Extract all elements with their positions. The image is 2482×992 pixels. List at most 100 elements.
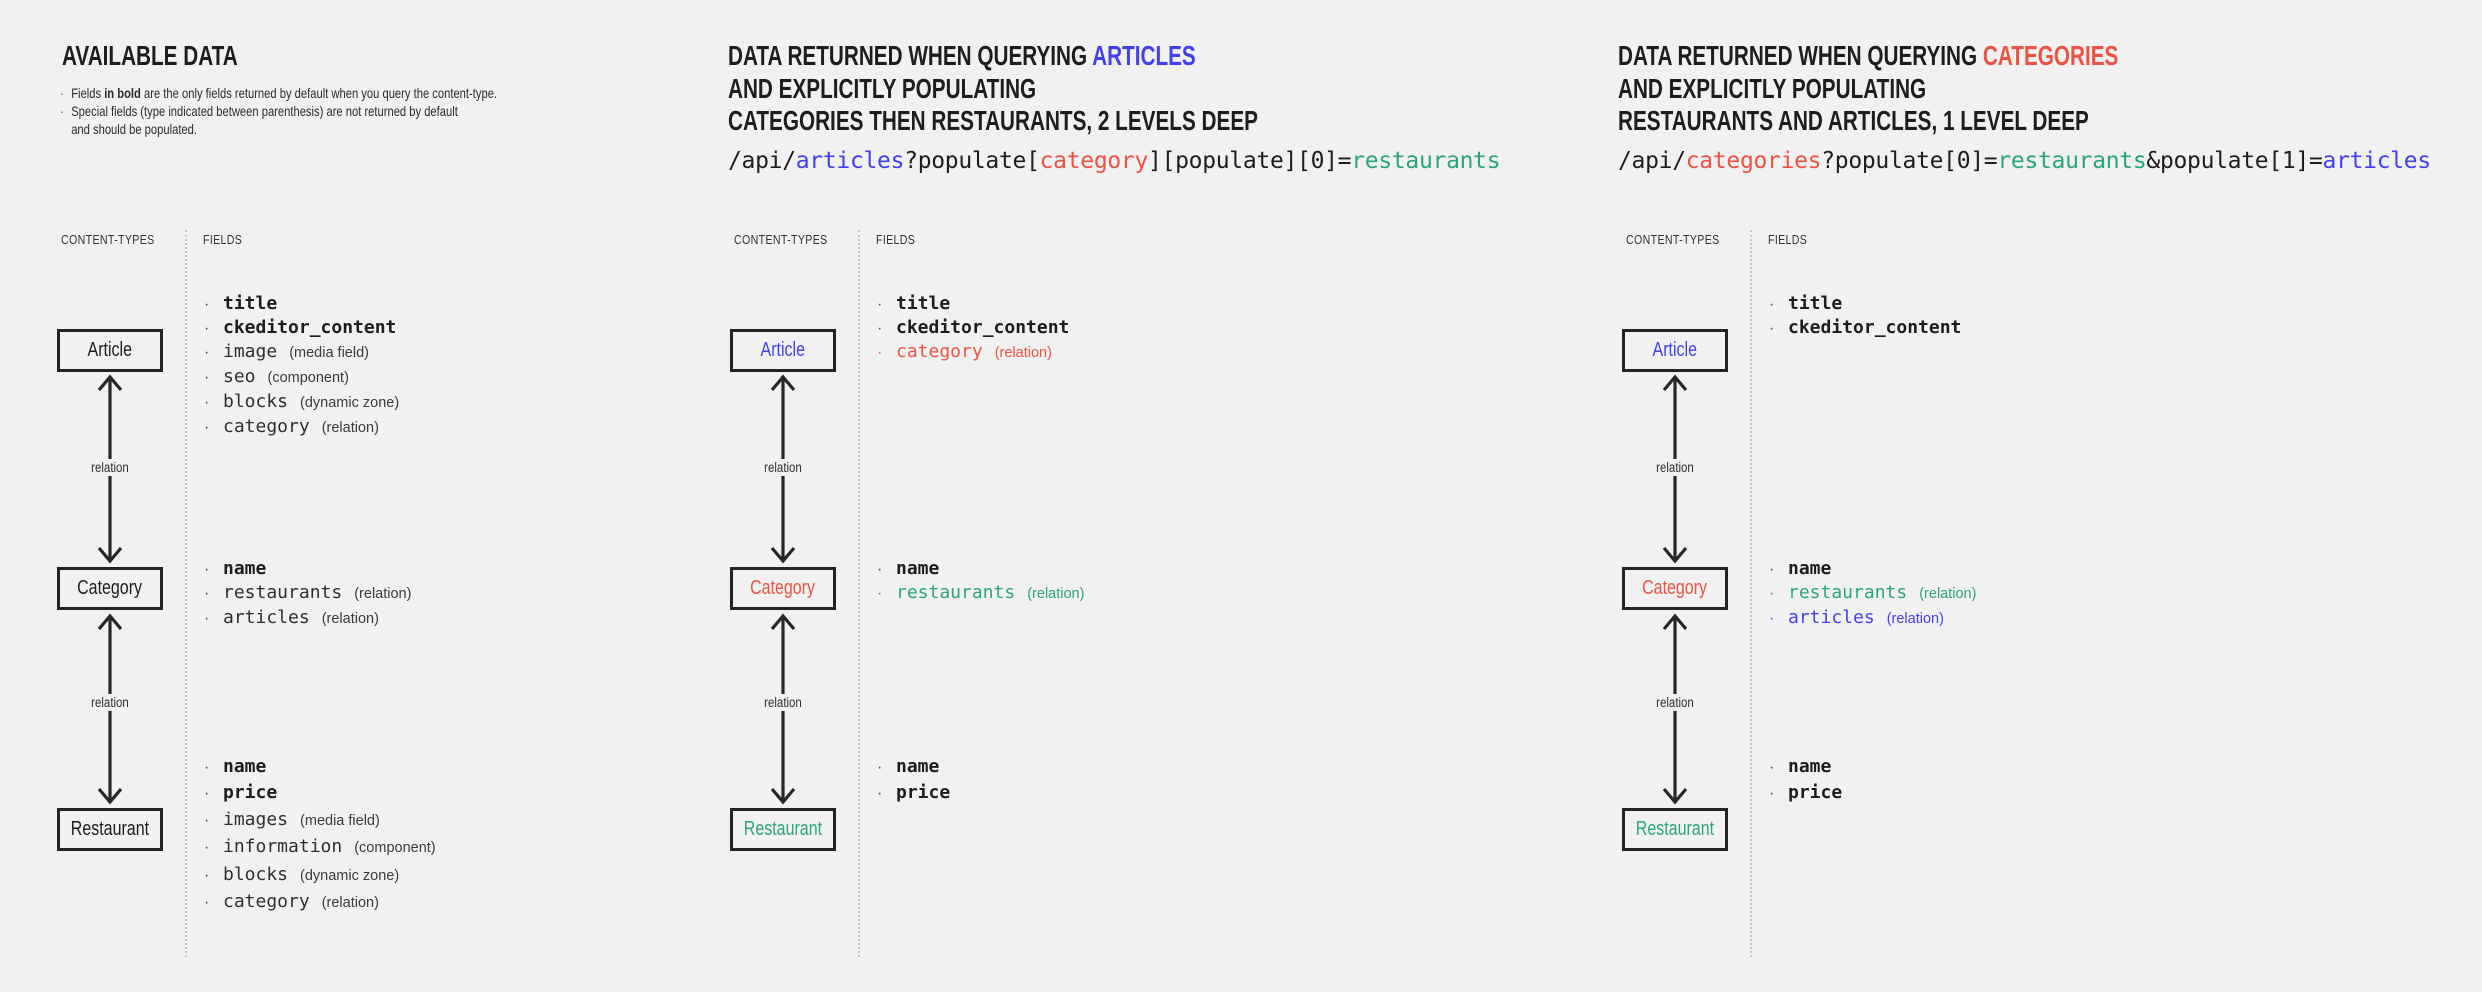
note-post: are the only fields returned by default … xyxy=(140,85,498,101)
field-bullet: · xyxy=(877,785,883,803)
field-name: title xyxy=(896,293,951,314)
field-item: ·name xyxy=(204,557,411,581)
relation-label: relation xyxy=(759,459,807,476)
query-title-line: AND EXPLICITLY POPULATING xyxy=(1618,72,1927,104)
field-item: ·category(relation) xyxy=(204,415,399,440)
content-type-box-category: Category xyxy=(57,567,163,610)
field-item: ·restaurants(relation) xyxy=(1769,581,1976,606)
field-annotation: (relation) xyxy=(994,345,1052,361)
field-item: · ckeditor_content xyxy=(877,316,1069,340)
content-type-box-restaurant: Restaurant xyxy=(57,808,163,851)
relation-label: relation xyxy=(759,694,807,711)
field-name: name xyxy=(1788,756,1832,777)
content-type-box-article: Article xyxy=(1622,329,1728,372)
field-name: images xyxy=(223,808,289,830)
content-type-box-article: Article xyxy=(57,329,163,372)
content-type-box-label: Restaurant xyxy=(743,818,823,840)
field-name: name xyxy=(1788,558,1832,579)
field-annotation: (relation) xyxy=(1027,586,1085,602)
note-item: · Fields in bold are the only fields ret… xyxy=(60,84,497,102)
field-item: ·price xyxy=(1769,780,1842,806)
field-annotation: (media field) xyxy=(289,345,369,361)
field-name: image xyxy=(223,341,278,362)
field-list: · title· ckeditor_content·category(relatio… xyxy=(877,292,1069,365)
field-name: blocks xyxy=(223,391,289,412)
field-bullet: · xyxy=(1769,561,1775,578)
relation-label: relation xyxy=(1651,459,1699,476)
field-annotation: (component) xyxy=(267,370,349,386)
field-item: · ckeditor_content xyxy=(204,316,399,340)
code-segment: restaurants xyxy=(1351,148,1501,174)
fields-label: FIELDS xyxy=(1768,233,1808,247)
field-item: ·restaurants(relation) xyxy=(877,581,1084,606)
field-name: seo xyxy=(223,366,256,387)
field-bullet: · xyxy=(204,785,210,803)
field-name: title xyxy=(1788,293,1843,314)
code-segment: ?populate[ xyxy=(904,148,1040,174)
field-bullet: · xyxy=(877,320,883,337)
code-segment: ][populate][0]= xyxy=(1148,148,1352,174)
field-name: name xyxy=(896,558,940,579)
query-title-line: CATEGORIES THEN RESTAURANTS, 2 LEVELS DE… xyxy=(728,105,1258,136)
field-item: · name xyxy=(877,557,1084,581)
relation-arrow xyxy=(93,612,127,811)
query-code: /api/articles?populate[category][populat… xyxy=(728,148,1501,174)
content-type-box-label: Article xyxy=(87,339,133,361)
field-name: price xyxy=(223,782,278,804)
field-item: ·title xyxy=(1769,292,1961,316)
content-types-label: CONTENT-TYPES xyxy=(734,233,828,247)
relation-label: relation xyxy=(86,459,134,476)
field-item: ·ckeditor_content xyxy=(1769,316,1961,340)
relation-label: relation xyxy=(1651,694,1699,711)
field-list: ·name·price xyxy=(877,754,950,807)
field-item: ·category(relation) xyxy=(877,340,1069,365)
note-pre: Fields xyxy=(71,85,105,101)
query-title: DATA RETURNED WHEN QUERYING ARTICLES AND… xyxy=(728,40,1258,138)
field-list: ·name·price·images(media field)·informat… xyxy=(204,754,436,916)
bullet-dot: · xyxy=(60,103,64,119)
field-bullet: · xyxy=(877,585,883,602)
field-name: price xyxy=(1788,782,1843,804)
field-annotation: (relation) xyxy=(1886,611,1944,627)
field-annotation: (component) xyxy=(354,840,436,857)
field-list: ·title·ckeditor_content xyxy=(1769,292,1961,340)
field-item: · name xyxy=(877,754,950,780)
field-name: restaurants xyxy=(1788,582,1908,603)
field-item: ·image(media field) xyxy=(204,340,399,365)
field-bullet: · xyxy=(877,759,883,776)
field-name: ckeditor_content xyxy=(223,317,397,338)
field-bullet: · xyxy=(204,839,210,857)
content-type-box-label: Category xyxy=(77,577,143,599)
field-list: ·title·ckeditor_content·image(media fiel… xyxy=(204,292,399,440)
field-item: ·name xyxy=(204,754,436,780)
field-bullet: · xyxy=(204,610,210,627)
field-annotation: (relation) xyxy=(354,586,412,602)
relation-label: relation xyxy=(86,694,134,711)
field-annotation: (relation) xyxy=(321,895,379,912)
available-data-title: AVAILABLE DATA xyxy=(62,40,238,71)
field-bullet: · xyxy=(1769,585,1775,602)
field-bullet: · xyxy=(204,320,210,337)
content-type-box-label: Category xyxy=(1642,577,1708,599)
field-bullet: · xyxy=(204,759,210,776)
content-type-box-label: Article xyxy=(760,339,806,361)
query-title-line: AND EXPLICITLY POPULATING xyxy=(728,72,1037,104)
field-name: articles xyxy=(223,607,310,628)
field-name: blocks xyxy=(223,863,289,885)
field-item: ·articles(relation) xyxy=(1769,606,1976,631)
content-type-box-label: Restaurant xyxy=(1635,818,1715,840)
query-title-line: DATA RETURNED WHEN QUERYING ARTICLES xyxy=(728,40,1258,73)
field-name: information xyxy=(223,836,343,858)
field-bullet: · xyxy=(877,561,883,578)
note-line: Special fields (type indicated between p… xyxy=(71,103,458,119)
field-name: ckeditor_content xyxy=(896,317,1070,338)
field-item: ·category(relation) xyxy=(204,889,436,916)
field-bullet: · xyxy=(204,585,210,602)
field-name: name xyxy=(896,756,940,777)
field-bullet: · xyxy=(204,866,210,884)
field-annotation: (media field) xyxy=(300,812,380,829)
query-title: DATA RETURNED WHEN QUERYING CATEGORIES A… xyxy=(1618,40,2118,138)
field-item: · information (component) xyxy=(204,834,436,861)
content-type-box-article: Article xyxy=(730,329,836,372)
